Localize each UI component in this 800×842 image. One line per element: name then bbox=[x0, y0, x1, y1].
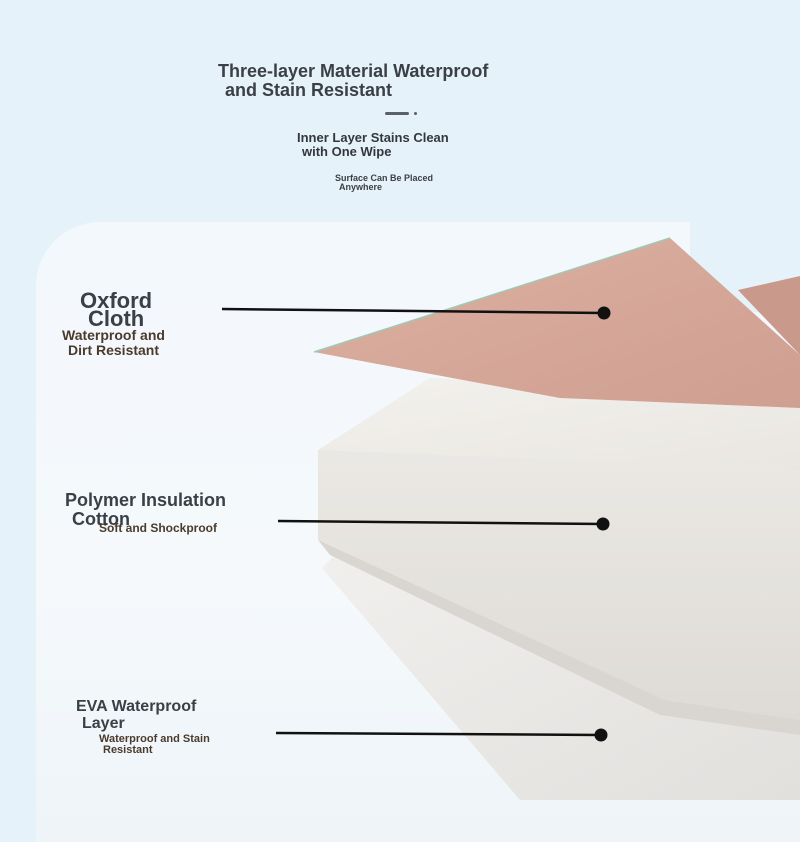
layer-illustration bbox=[221, 237, 800, 800]
title-divider-dot bbox=[414, 112, 417, 115]
subtitle-line-2: with One Wipe bbox=[302, 144, 392, 159]
eva-name-line-1: EVA Waterproof bbox=[76, 698, 197, 715]
oxford-pointer bbox=[221, 306, 611, 320]
eva-layer-description: Waterproof and Stain Resistant bbox=[76, 734, 210, 756]
eva-desc-line-1: Waterproof and Stain bbox=[99, 733, 210, 745]
title-line-2: and Stain Resistant bbox=[225, 80, 393, 100]
caption: Surface Can Be Placed Anywhere bbox=[335, 174, 485, 192]
eva-pointer bbox=[275, 728, 608, 742]
subtitle: Inner Layer Stains Clean with One Wipe bbox=[297, 131, 517, 159]
header: Three-layer Material Waterproof and Stai… bbox=[0, 0, 800, 220]
subtitle-line-1: Inner Layer Stains Clean bbox=[297, 130, 449, 145]
polymer-cotton-label: Polymer Insulation Cotton Soft and Shock… bbox=[65, 491, 226, 536]
oxford-cloth-description: Waterproof and Dirt Resistant bbox=[62, 328, 165, 358]
title-line-1: Three-layer Material Waterproof bbox=[218, 61, 489, 81]
eva-desc-line-2: Resistant bbox=[103, 744, 153, 756]
oxford-name-line-2: Cloth bbox=[88, 306, 145, 331]
caption-line-1: Surface Can Be Placed bbox=[335, 173, 434, 183]
title-divider bbox=[385, 112, 409, 115]
caption-line-2: Anywhere bbox=[339, 182, 383, 192]
eva-layer-label: EVA Waterproof Layer Waterproof and Stai… bbox=[76, 698, 210, 756]
oxford-cloth-name: Oxford Cloth bbox=[62, 288, 165, 331]
polymer-name-line-1: Polymer Insulation bbox=[65, 490, 227, 510]
polymer-cotton-name: Polymer Insulation Cotton bbox=[65, 491, 226, 529]
eva-name-line-2: Layer bbox=[82, 715, 125, 732]
oxford-desc-line-1: Waterproof and bbox=[62, 327, 165, 343]
oxford-name-line-1: Oxford bbox=[80, 288, 153, 313]
polymer-cotton-description: Soft and Shockproof bbox=[99, 521, 217, 535]
polymer-name-line-2: Cotton bbox=[72, 509, 130, 529]
page-title: Three-layer Material Waterproof and Stai… bbox=[218, 62, 598, 100]
eva-layer-name: EVA Waterproof Layer bbox=[76, 698, 210, 732]
oxford-cloth-label: Oxford Cloth Waterproof and Dirt Resista… bbox=[62, 288, 165, 358]
oxford-cloth-shape bbox=[313, 237, 800, 408]
cotton-pointer bbox=[277, 517, 610, 531]
oxford-desc-line-2: Dirt Resistant bbox=[68, 342, 160, 358]
